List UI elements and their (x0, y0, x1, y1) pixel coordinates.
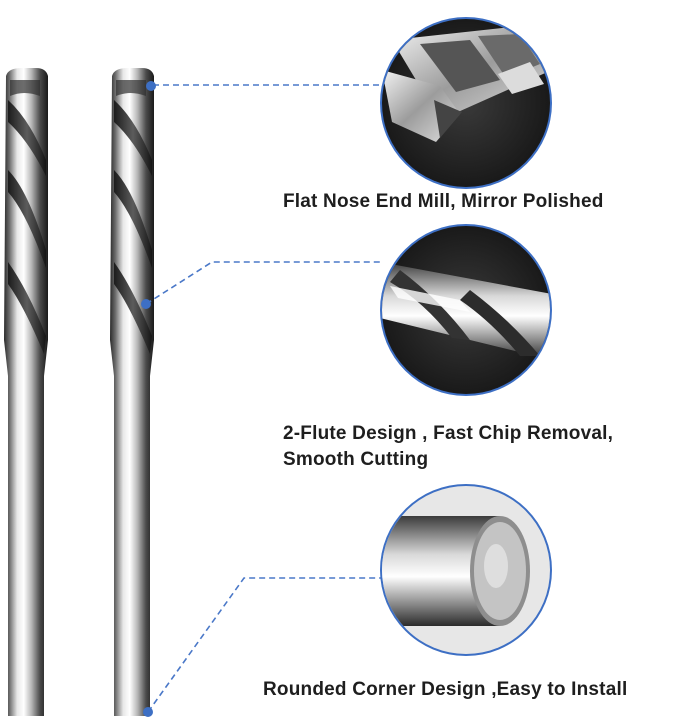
end-mill-left (4, 68, 48, 716)
flute-closeup-icon (380, 224, 552, 396)
shank-end-closeup-icon (380, 484, 552, 656)
caption-line: Rounded Corner Design ,Easy to Install (263, 679, 628, 700)
caption-line: 2-Flute Design , Fast Chip Removal, (283, 423, 614, 444)
leader-line-1 (146, 81, 382, 91)
end-mill-tip-closeup-icon (380, 17, 552, 189)
leader-line-2 (141, 261, 382, 309)
feature-caption-3: Rounded Corner Design ,Easy to Install (263, 677, 627, 703)
caption-line: Flat Nose End Mill, Mirror Polished (283, 191, 604, 212)
feature-caption-1: Flat Nose End Mill, Mirror Polished (283, 189, 604, 215)
leader-line-3 (143, 577, 382, 717)
feature-caption-2: 2-Flute Design , Fast Chip Removal, Smoo… (283, 421, 613, 473)
caption-line: Smooth Cutting (283, 449, 429, 470)
end-mill-right (110, 68, 154, 716)
